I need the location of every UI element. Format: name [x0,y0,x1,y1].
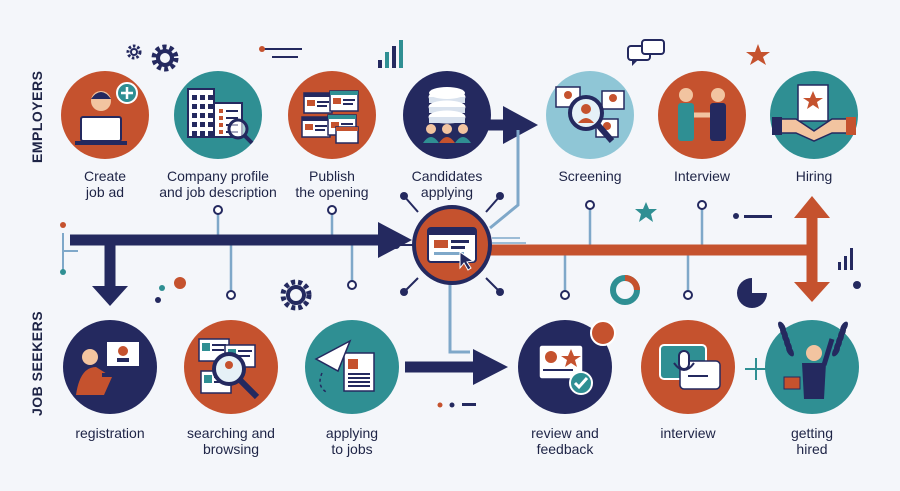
job-seeker-step-caption-line: review and [531,425,599,441]
dot-decoration [60,46,861,408]
job-seeker-step-2 [184,320,278,414]
paper-plane-document-icon [314,339,375,394]
job-seeker-steps [63,320,859,414]
person-laptop-icon [75,82,138,145]
connector-lines [213,192,707,300]
employer-step-2 [174,71,262,159]
employer-step-6 [658,71,746,159]
job-seeker-step-caption-line: applying [325,425,379,441]
job-seeker-step-caption-line: to jobs [331,441,373,457]
job-seeker-step-caption-line: registration [75,425,145,441]
star-icon [635,44,770,222]
employer-step-caption-line: Create [83,168,127,184]
person-computer-icon [76,340,142,395]
handshake-contract-icon [772,84,856,142]
job-seeker-step-caption-line: getting [790,425,834,441]
job-seeker-step-caption-line: browsing [202,441,260,457]
job-seeker-step-6 [765,320,859,414]
gear-icon [280,279,312,311]
central-hub [412,205,492,285]
employer-step-caption: Interview [627,168,777,184]
chat-bubbles-icon [627,39,665,66]
job-seeker-step-caption-line: hired [796,441,828,457]
job-seeker-step-3 [305,320,399,414]
employer-step-caption-line: job ad [85,184,125,200]
employer-step-caption-line: Screening [558,168,622,184]
employer-step-caption-line: Company profile [167,168,269,184]
bar-chart-icon [378,40,403,68]
employer-steps [61,71,858,159]
employer-step-caption-line: Candidates [411,168,483,184]
hub-to-hiring-arrow [490,196,830,302]
magnifier-profiles-icon [555,86,625,143]
employer-step-caption-line: Interview [673,168,731,184]
decorations [60,39,861,408]
employers-seekers-flow-arrow [70,222,412,306]
job-seeker-step-caption-line: feedback [536,441,594,457]
building-document-icon [187,88,254,145]
employer-step-7 [770,71,858,159]
browser-cursor-hub-icon [427,227,477,271]
gear-icon [151,44,179,72]
employer-step-5 [546,71,634,159]
employer-step-3 [288,71,376,159]
employer-step-caption-line: the opening [295,184,369,200]
review-star-check-icon [538,344,593,395]
celebrating-person-icon [783,338,835,399]
employer-step-caption: Hiring [739,168,889,184]
job-seeker-step-caption-line: searching and [187,425,275,441]
publish-listings-icon [301,90,359,144]
employer-step-caption-line: Hiring [795,168,833,184]
employer-step-caption-line: and job description [159,184,277,200]
employer-step-caption-line: Publish [309,168,355,184]
job-seeker-step-4 [518,320,612,414]
job-seeker-step-1 [63,320,157,414]
employer-step-caption: Screening [515,168,665,184]
pie-chart-icon [610,275,767,308]
gear-icon [126,44,142,60]
chat-microphone-icon [659,344,721,390]
applying-to-review-arrow [405,275,508,385]
job-seeker-step-caption: registration [35,425,185,441]
job-seeker-step-caption-line: interview [660,425,716,441]
search-listings-icon [198,338,260,400]
bar-chart-icon [838,248,853,270]
job-seekers-section-label: JOB SEEKERS [29,310,45,416]
database-people-icon [423,87,471,143]
employer-step-4 [403,71,491,159]
handshake-people-icon [678,88,726,141]
laurel-icon [778,321,848,357]
employer-step-caption-line: applying [420,184,474,200]
job-seeker-step-5 [641,320,735,414]
employers-section-label: EMPLOYERS [29,70,45,163]
employer-step-1 [61,71,149,159]
job-seeker-step-caption: interview [613,425,763,441]
